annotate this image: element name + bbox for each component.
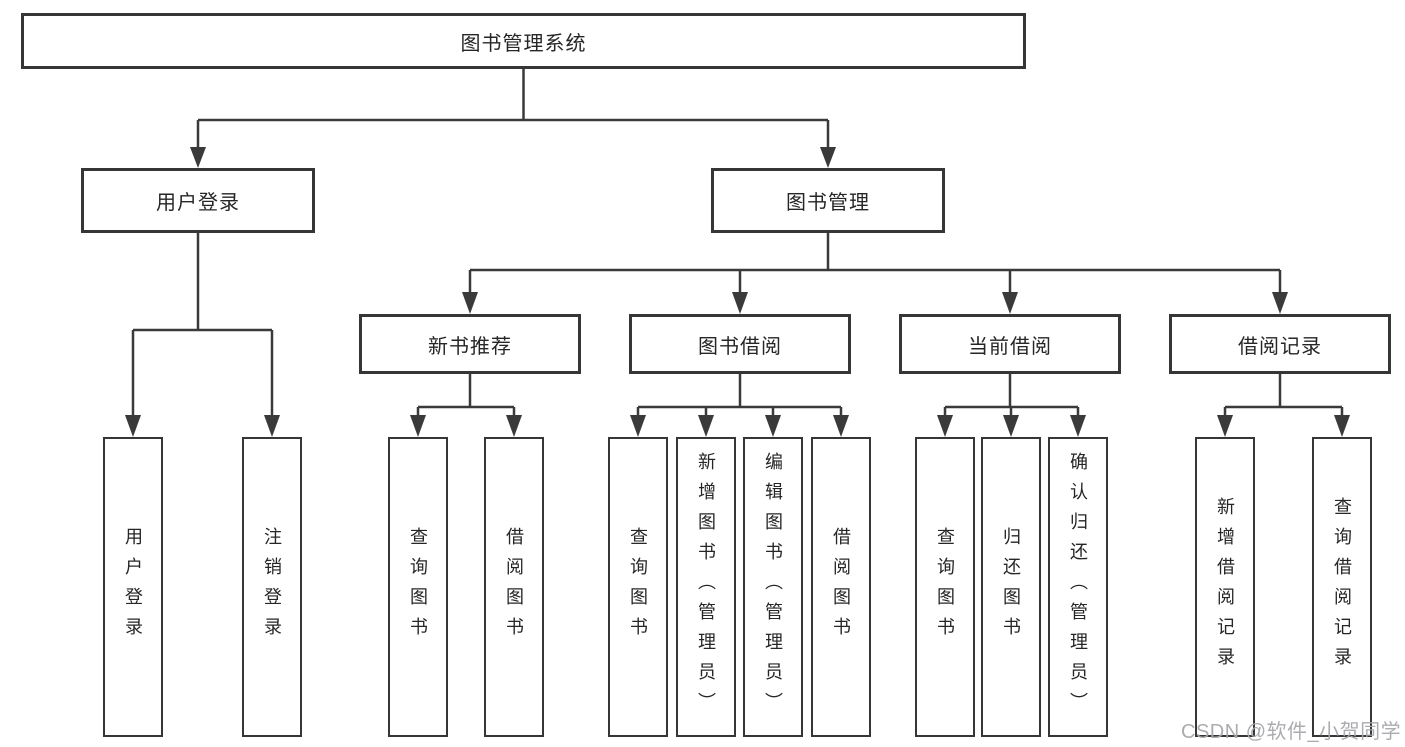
leaf-label: 用户登录 [123,527,143,647]
node-label: 图书借阅 [698,335,782,358]
node-borrowing-records: 借阅记录 [1169,314,1391,374]
node-label: 当前借阅 [968,335,1052,358]
connector-user-login-to-leaves [131,233,274,417]
connector-current-borrowing-to-leaves [943,374,1080,417]
leaf-label: 借阅图书 [504,527,524,647]
connector-root-to-level2 [196,69,830,150]
node-current-borrowing: 当前借阅 [899,314,1121,374]
leaf-edit-books-admin: 编辑图书（管理员） [743,437,803,737]
leaf-label: 编辑图书（管理员） [763,452,783,722]
leaf-query-books-recommendation: 查询图书 [388,437,448,737]
node-book-borrowing: 图书借阅 [629,314,851,374]
leaf-query-borrowing-record: 查询借阅记录 [1312,437,1372,737]
node-label: 图书管理 [786,192,870,214]
node-label: 借阅记录 [1238,335,1322,358]
watermark: CSDN @软件_小贺同学 [1181,721,1402,743]
arrowheads [125,147,1350,437]
leaf-label: 查询图书 [628,527,648,647]
leaf-label: 新增借阅记录 [1215,497,1235,677]
connector-new-book-recommendation-to-leaves [416,374,516,417]
node-book-management: 图书管理 [711,168,945,233]
leaf-borrow-books-borrowing: 借阅图书 [811,437,871,737]
leaf-user-login: 用户登录 [103,437,163,737]
leaf-logout: 注销登录 [242,437,302,737]
connector-borrowing-records-to-leaves [1223,374,1344,417]
node-label: 用户登录 [156,192,240,214]
leaf-add-borrowing-record: 新增借阅记录 [1195,437,1255,737]
leaf-label: 查询借阅记录 [1332,497,1352,677]
connector-book-management-to-level3 [468,233,1282,294]
leaf-borrow-books-recommendation: 借阅图书 [484,437,544,737]
node-new-book-recommendation: 新书推荐 [359,314,581,374]
leaf-label: 新增图书（管理员） [696,452,716,722]
node-label: 图书管理系统 [460,32,587,55]
leaf-query-books-borrowing: 查询图书 [608,437,668,737]
leaf-label: 归还图书 [1001,527,1021,647]
leaf-label: 借阅图书 [831,527,851,647]
leaf-label: 注销登录 [262,527,282,647]
node-user-login: 用户登录 [81,168,315,233]
node-label: 新书推荐 [428,335,512,358]
leaf-return-books: 归还图书 [981,437,1041,737]
node-library-management-system: 图书管理系统 [21,13,1026,69]
leaf-label: 查询图书 [935,527,955,647]
leaf-add-books-admin: 新增图书（管理员） [676,437,736,737]
leaf-confirm-return-admin: 确认归还（管理员） [1048,437,1108,737]
leaf-query-books-current: 查询图书 [915,437,975,737]
leaf-label: 确认归还（管理员） [1068,452,1088,722]
leaf-label: 查询图书 [408,527,428,647]
connector-book-borrowing-to-leaves [636,374,843,417]
